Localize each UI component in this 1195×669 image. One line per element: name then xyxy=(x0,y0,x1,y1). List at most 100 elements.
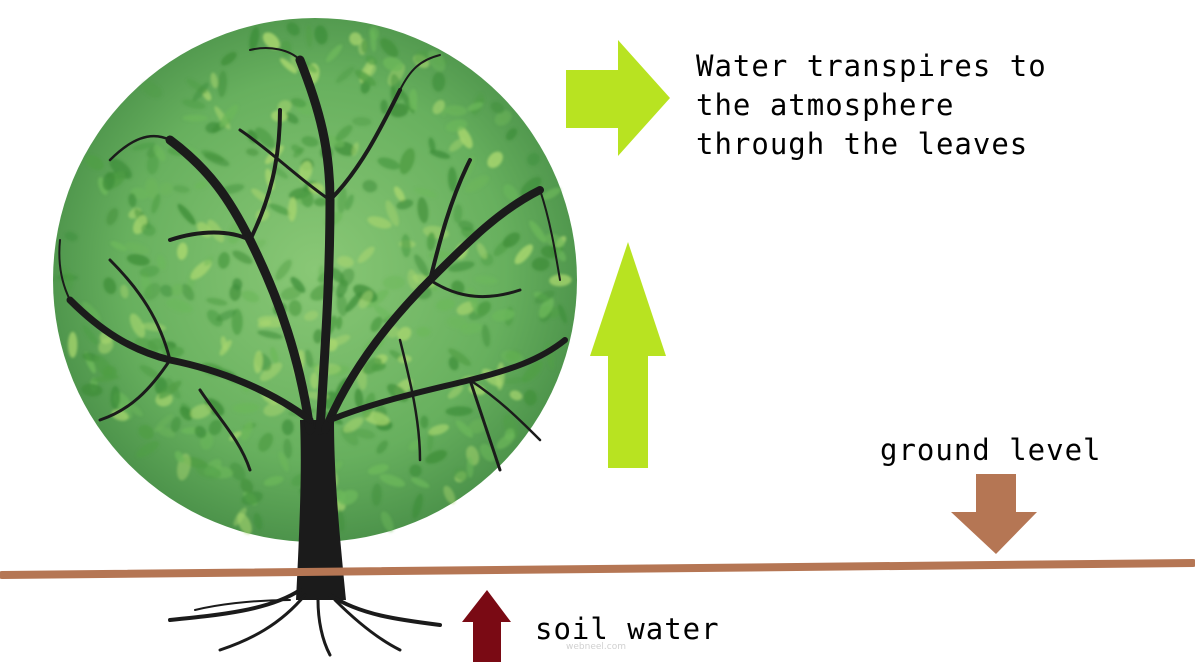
leaf-dab xyxy=(110,385,121,410)
leaf-dab xyxy=(141,223,156,236)
leaf-dab xyxy=(170,416,181,433)
leaf-dab xyxy=(467,102,484,111)
leaf-dab xyxy=(409,464,422,477)
leaf-dab xyxy=(444,105,467,116)
leaf-dab xyxy=(357,246,375,263)
leaf-dab xyxy=(382,275,405,290)
leaf-dab xyxy=(371,483,382,506)
leaf-dab xyxy=(253,512,263,530)
leaf-dab xyxy=(182,99,206,109)
leaf-dab xyxy=(229,284,242,301)
leaf-dab xyxy=(449,138,465,152)
leaf-dab xyxy=(529,220,547,243)
leaf-dab xyxy=(157,254,166,271)
leaf-dab xyxy=(304,310,319,321)
leaf-dab xyxy=(427,430,434,452)
leaf-dab xyxy=(380,38,399,58)
leaf-dab xyxy=(286,22,300,36)
tree-illustration xyxy=(53,18,577,657)
leaf-dab xyxy=(166,377,181,399)
transpiration-label: Water transpires to the atmosphere throu… xyxy=(696,49,1047,161)
leaf-dab xyxy=(446,315,468,329)
leaf-dab xyxy=(337,186,347,214)
leaf-dab xyxy=(290,98,307,108)
leaf-dab xyxy=(306,24,313,48)
leaf-dab xyxy=(310,372,319,390)
watermark: webneel.com xyxy=(566,642,626,652)
leaf-dab xyxy=(240,478,254,494)
leaf-dab xyxy=(143,282,161,301)
leaf-dab xyxy=(253,350,263,374)
leaf-dab xyxy=(445,119,468,132)
leaf-dab xyxy=(407,269,419,290)
leaf-dab xyxy=(468,287,480,314)
leaf-dab xyxy=(490,101,505,114)
leaf-dab xyxy=(194,425,207,439)
leaf-dab xyxy=(538,297,554,319)
leaf-dab xyxy=(304,349,314,368)
leaf-dab xyxy=(448,348,471,366)
leaf-dab xyxy=(257,330,283,339)
leaf-dab xyxy=(241,491,263,506)
leaf-dab xyxy=(146,154,159,175)
leaf-dab xyxy=(352,116,372,127)
leaf-dab xyxy=(249,26,260,52)
leaf-dab xyxy=(177,242,188,260)
leaf-dab xyxy=(190,404,212,419)
leaf-dab xyxy=(504,428,515,441)
leaf-dab xyxy=(275,259,292,281)
leaf-dab xyxy=(318,265,326,287)
leaf-dab xyxy=(219,104,239,128)
leaf-dab xyxy=(153,145,166,162)
leaf-dab xyxy=(354,388,364,409)
soil-water-label: soil water xyxy=(535,612,720,646)
leaf-dab xyxy=(351,142,359,156)
leaf-dab xyxy=(160,284,174,297)
leaf-dab xyxy=(412,493,423,519)
leaf-dab xyxy=(466,456,474,478)
leaf-dab xyxy=(366,289,389,308)
leaf-dab xyxy=(280,286,302,301)
leaf-dab xyxy=(457,126,473,149)
leaf-dab xyxy=(365,55,378,66)
leaf-dab xyxy=(354,69,377,86)
leaf-dab xyxy=(397,326,412,341)
soil-arrow-up-icon xyxy=(462,590,511,662)
leaf-dab xyxy=(416,326,431,337)
leaf-dab xyxy=(263,475,284,486)
leaf-dab xyxy=(263,401,286,417)
leaf-dab xyxy=(258,432,274,452)
leaf-dab xyxy=(120,284,129,299)
leaf-dab xyxy=(283,438,292,459)
leaf-dab xyxy=(291,144,303,154)
leaf-dab xyxy=(131,142,156,151)
leaf-dab xyxy=(545,233,565,249)
leaf-dab xyxy=(362,180,378,193)
leaf-dab xyxy=(380,511,394,533)
leaf-dab xyxy=(367,216,392,229)
leaf-dab xyxy=(141,81,163,98)
leaf-dab xyxy=(345,194,354,211)
leaf-dab xyxy=(500,350,524,365)
leaf-dab xyxy=(262,32,280,50)
leaf-dab xyxy=(210,72,218,89)
leaf-dab xyxy=(338,489,358,506)
leaf-dab xyxy=(102,171,115,191)
leaf-dab xyxy=(453,204,463,224)
leaf-dab xyxy=(425,450,447,464)
leaf-dab xyxy=(370,29,377,53)
leaf-dab xyxy=(290,276,306,293)
leaf-dab xyxy=(436,298,456,311)
leaf-dab xyxy=(345,291,363,313)
leaf-dab xyxy=(103,277,117,295)
leaf-dab xyxy=(503,377,526,385)
leaf-dab xyxy=(157,426,176,438)
leaf-dab xyxy=(231,308,243,335)
leaf-dab xyxy=(241,290,260,303)
leaf-dab xyxy=(555,248,567,262)
tree-roots xyxy=(168,588,442,657)
leaf-dab xyxy=(153,414,173,433)
leaf-dab xyxy=(358,290,373,309)
leaf-dab xyxy=(514,244,533,265)
